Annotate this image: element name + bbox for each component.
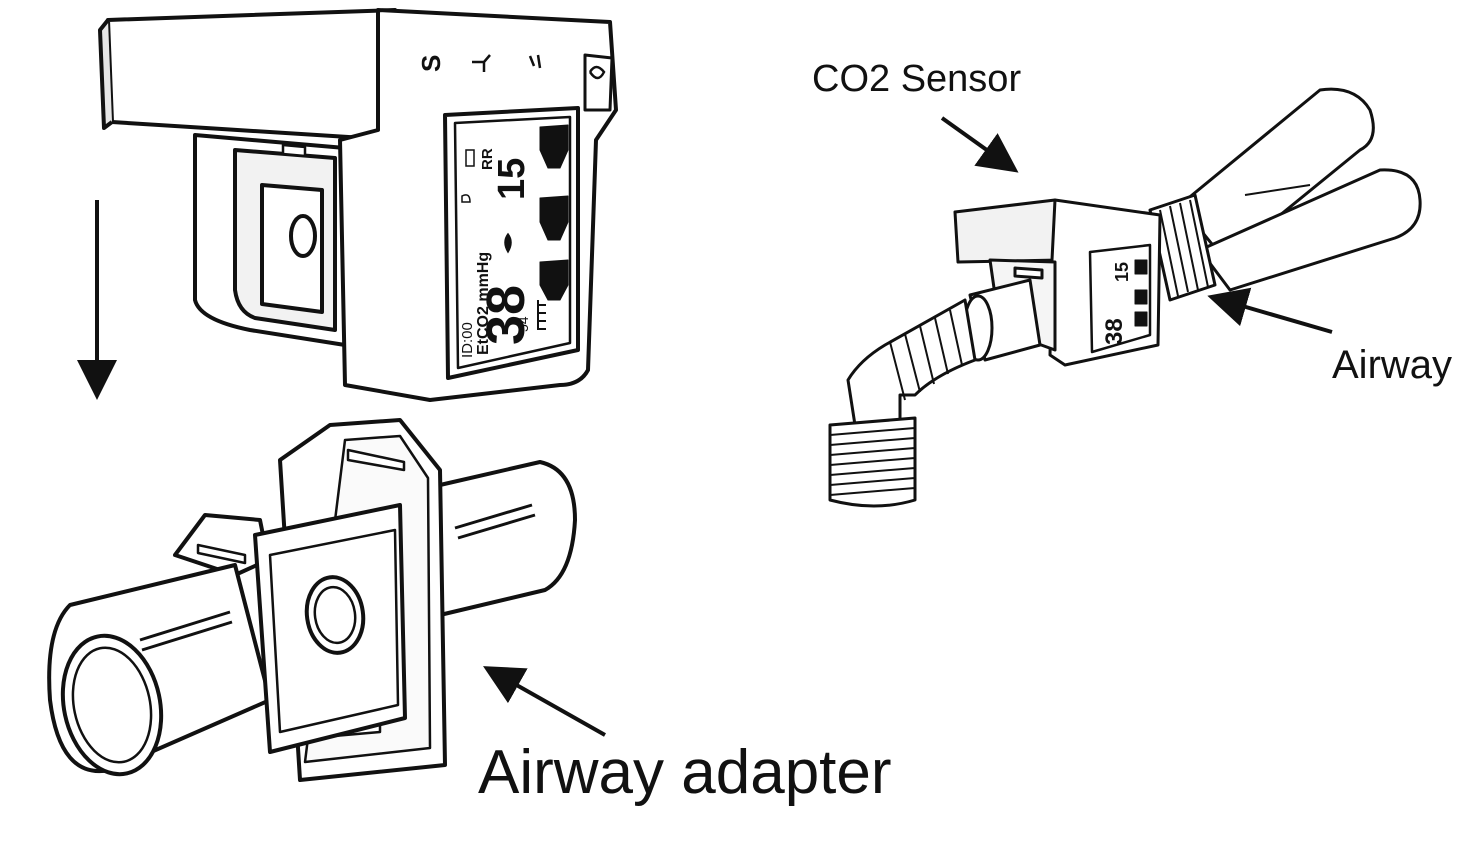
battery-icon <box>465 149 475 167</box>
assembled-sensor-airway <box>828 87 1422 508</box>
co2-sensor-label: CO2 Sensor <box>812 58 1022 100</box>
airway-adapter-label: Airway adapter <box>478 738 892 807</box>
co2-sensor-large <box>98 8 618 402</box>
display-rr-label: RR <box>479 148 496 170</box>
sensor-buttons <box>472 54 606 80</box>
sensor-button-s: S <box>416 55 446 72</box>
airway-adapter <box>47 418 577 782</box>
power-icon <box>528 54 542 69</box>
mode-arrow-icon <box>472 54 491 72</box>
display-etco2-value: 38 <box>476 285 536 345</box>
small-display-rr: 15 <box>1112 262 1132 282</box>
display-etco2-label: EtCO2 mmHg <box>475 252 492 355</box>
display-glyphs <box>461 149 512 254</box>
adapter-pointer-arrow <box>483 666 606 737</box>
display-rr-value: 15 <box>491 158 533 200</box>
display-id: ID:00 <box>459 322 476 358</box>
small-display-etco2: 38 <box>1101 318 1128 345</box>
airway-pointer-arrow <box>1207 287 1333 334</box>
alarm-bell-icon <box>461 194 471 203</box>
airway-label: Airway <box>1332 343 1453 387</box>
zero-icon <box>588 65 606 80</box>
sensor-display-text: ID:00 EtCO2 mmHg 38 RR 15 54 <box>459 148 536 358</box>
sensor-pointer-arrow <box>940 116 1019 173</box>
breath-drop-icon <box>504 232 512 254</box>
display-scale-value: 54 <box>515 316 531 332</box>
